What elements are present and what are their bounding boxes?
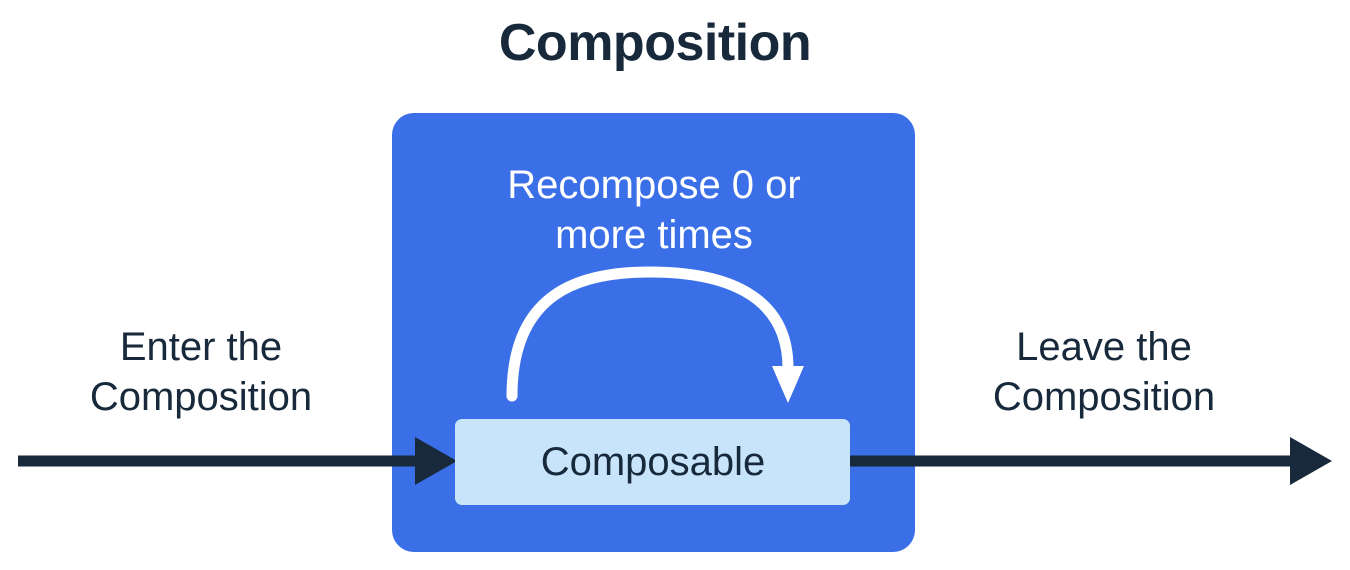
- enter-label-line1: Enter the: [120, 325, 282, 369]
- recompose-label-line1: Recompose 0 or: [507, 163, 800, 207]
- enter-label-line2: Composition: [90, 375, 312, 419]
- leave-label-line1: Leave the: [1016, 325, 1192, 369]
- recompose-label-line2: more times: [555, 213, 753, 257]
- composable-label: Composable: [541, 440, 766, 484]
- leave-arrow-icon: [1290, 437, 1332, 485]
- composable-box: [455, 419, 850, 505]
- enter-arrow-icon: [415, 437, 457, 485]
- leave-label-line2: Composition: [993, 375, 1215, 419]
- curved-loop-arrow-icon: [506, 266, 804, 403]
- page-title: Composition: [499, 14, 811, 72]
